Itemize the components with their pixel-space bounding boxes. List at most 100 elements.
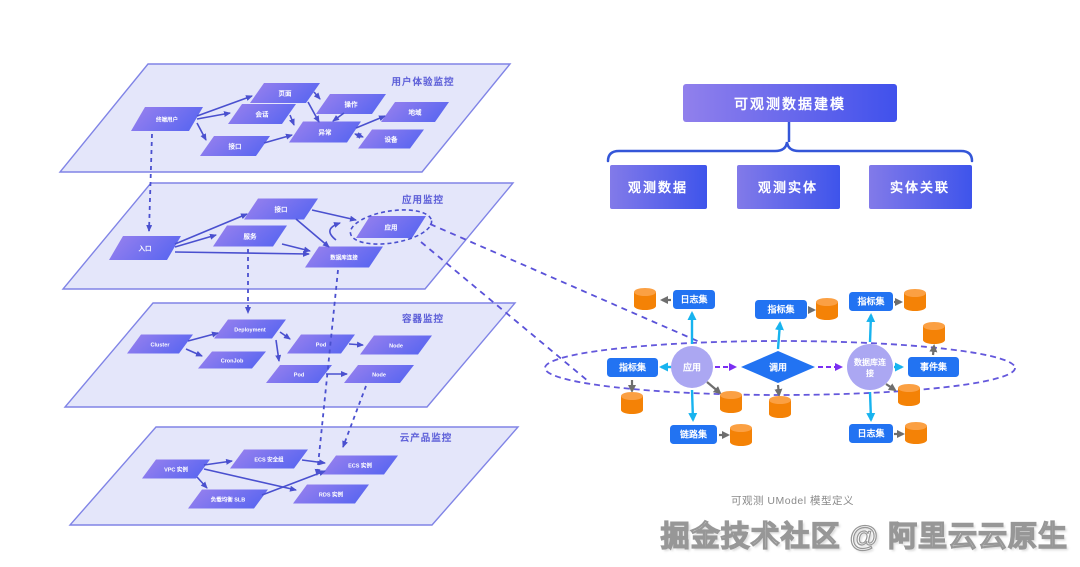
svg-text:Pod: Pod [316, 343, 326, 349]
k8s-node-pod-1: Pod [287, 334, 355, 354]
cloud-node-ecs-security-group: ECS 安全组 [230, 449, 308, 469]
cone-line-lower [420, 241, 589, 382]
k8s-node-cluster: Cluster [127, 334, 193, 354]
svg-text:Cluster: Cluster [151, 343, 171, 349]
umodel-storage-arrows [628, 296, 938, 439]
svg-text:链路集: 链路集 [680, 429, 708, 440]
ux-node-api: 接口 [200, 136, 270, 156]
child-box-observe-data: 观测数据 [610, 165, 707, 209]
layer-title-user-experience: 用户体验监控 [390, 76, 454, 88]
child-box-observe-entity: 观测实体 [737, 165, 840, 209]
cloud-node-rds-instance: RDS 实例 [293, 484, 369, 504]
umodel-scope-ellipse [544, 340, 1016, 396]
svg-text:Deployment: Deployment [234, 328, 266, 334]
svg-text:Pod: Pod [294, 373, 304, 379]
cloud-node-ecs-instance: ECS 实例 [322, 455, 398, 475]
layer-title-cloud-product: 云产品监控 [400, 432, 453, 444]
svg-text:页面: 页面 [279, 90, 293, 98]
umodel-box-trace-app: 链路集 [670, 425, 717, 444]
database-cylinder-icon [634, 288, 656, 310]
layer-title-container: 容器监控 [401, 313, 444, 325]
umodel-dataset-arrows [659, 311, 904, 422]
modeling-header-label: 可观测数据建模 [734, 96, 846, 112]
umodel-entity-application: 应用 [671, 346, 713, 388]
svg-text:日志集: 日志集 [680, 294, 708, 305]
svg-text:指标集: 指标集 [619, 362, 647, 373]
child-box-entity-relation: 实体关联 [869, 165, 972, 209]
layer-plane-application: 应用监控 [61, 182, 515, 290]
app-node-entry: 入口 [109, 236, 181, 260]
database-cylinder-icon [816, 298, 838, 320]
svg-text:数据库连接: 数据库连接 [330, 254, 358, 262]
k8s-node-node-1: Node [360, 335, 432, 355]
svg-text:设备: 设备 [385, 135, 399, 144]
svg-text:会话: 会话 [256, 110, 270, 119]
svg-text:指标集: 指标集 [857, 296, 885, 307]
svg-text:应用: 应用 [385, 223, 398, 232]
database-cylinder-icon [720, 391, 742, 413]
svg-text:观测实体: 观测实体 [758, 180, 818, 195]
app-node-api: 接口 [244, 198, 318, 220]
database-cylinder-icon [621, 392, 643, 414]
svg-text:CronJob: CronJob [221, 359, 244, 365]
umodel-caption: 可观测 UModel 模型定义 [731, 495, 855, 507]
ux-node-region: 地域 [381, 102, 449, 122]
ux-node-device: 设备 [358, 129, 424, 149]
database-cylinder-icon [898, 384, 920, 406]
database-cylinder-icon [730, 424, 752, 446]
layer-plane-cloud-product: 云产品监控 [68, 426, 520, 526]
svg-text:地域: 地域 [409, 108, 423, 117]
umodel-box-metric-call: 指标集 [755, 300, 807, 319]
ux-node-session: 会话 [228, 104, 296, 124]
connector-ux-to-app [146, 133, 153, 232]
database-cylinder-icon [769, 396, 791, 418]
svg-text:日志集: 日志集 [857, 428, 885, 439]
umodel-box-log-db: 日志集 [849, 424, 893, 443]
umodel-entity-call: 调用 [741, 351, 815, 383]
container-layer-arrows [185, 331, 364, 377]
cloud-node-slb: 负载均衡 SLB [188, 489, 268, 509]
layer-plane-container: 容器监控 [63, 302, 517, 408]
svg-text:VPC 实例: VPC 实例 [164, 466, 188, 474]
ux-node-exception: 异常 [289, 121, 361, 143]
svg-text:终端用户: 终端用户 [155, 116, 178, 124]
app-layer-arrows [174, 209, 357, 257]
connector-dbconn-to-rds [314, 269, 339, 476]
umodel-box-log-app: 日志集 [673, 290, 715, 309]
cloud-layer-arrows [196, 458, 326, 496]
svg-text:接口: 接口 [229, 142, 242, 151]
k8s-node-pod-2: Pod [266, 365, 332, 383]
svg-text:实体关联: 实体关联 [890, 180, 950, 195]
ux-layer-arrows [196, 91, 386, 144]
svg-text:服务: 服务 [244, 232, 258, 241]
k8s-node-deployment: Deployment [214, 319, 286, 339]
bracket [606, 141, 974, 163]
inter-layer-connectors [146, 133, 367, 476]
svg-text:入口: 入口 [138, 245, 152, 253]
highlight-ring [349, 209, 433, 245]
umodel-box-event-db: 事件集 [908, 357, 959, 377]
umodel-box-metric-app: 指标集 [607, 358, 658, 377]
svg-text:数据库连: 数据库连 [854, 357, 887, 367]
ux-node-page: 页面 [250, 83, 320, 103]
svg-text:Node: Node [389, 344, 403, 350]
app-node-application: 应用 [356, 216, 426, 238]
connector-node-to-ecs [342, 385, 367, 448]
svg-text:应用: 应用 [683, 362, 701, 373]
svg-text:接口: 接口 [275, 205, 288, 214]
umodel-box-metric-db: 指标集 [849, 292, 893, 311]
database-cylinder-icon [905, 422, 927, 444]
svg-text:接: 接 [866, 368, 874, 378]
app-node-db-connection: 数据库连接 [305, 246, 383, 268]
svg-text:操作: 操作 [345, 100, 359, 109]
layer-title-application: 应用监控 [402, 194, 444, 206]
svg-text:ECS 实例: ECS 实例 [348, 462, 372, 470]
svg-text:指标集: 指标集 [767, 304, 795, 315]
svg-text:负载均衡 SLB: 负载均衡 SLB [211, 496, 246, 504]
k8s-node-cronjob: CronJob [198, 351, 266, 369]
app-node-service: 服务 [213, 225, 287, 247]
svg-text:调用: 调用 [769, 362, 787, 373]
cone-line-upper [429, 223, 703, 344]
